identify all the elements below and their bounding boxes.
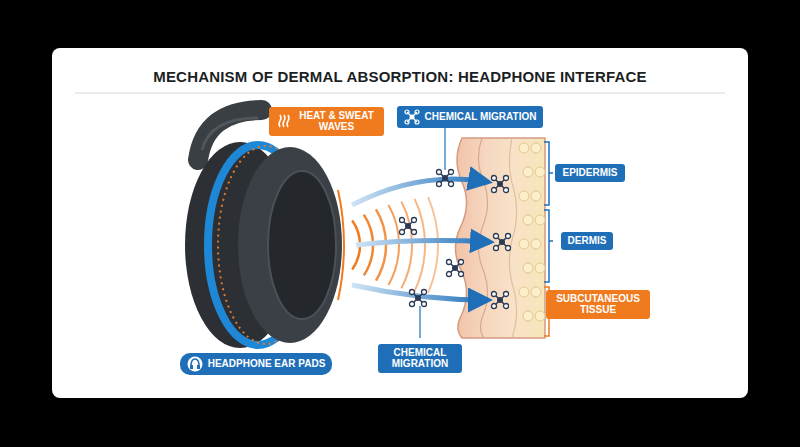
label-text: CHEMICAL MIGRATION	[425, 111, 537, 123]
fat-cell	[535, 215, 545, 225]
fat-cell	[519, 191, 529, 201]
label-text: CHEMICAL MIGRATION	[385, 347, 455, 370]
wave-arc	[401, 202, 412, 289]
fat-cell	[531, 239, 541, 249]
molecule	[409, 289, 426, 306]
label-texts: SUBCUTANEOUS TISSUE	[553, 293, 643, 316]
molecule	[491, 175, 508, 192]
label-box: HEAT & SWEAT WAVES	[269, 107, 384, 136]
label-box: HEADPHONE EAR PADS	[180, 353, 333, 375]
label-texts: DERMIS	[568, 235, 607, 247]
label-text: DERMIS	[568, 235, 607, 247]
headphone	[185, 110, 344, 348]
molecule	[493, 233, 510, 250]
fat-cell	[535, 167, 545, 177]
label-texts: CHEMICAL MIGRATION	[385, 347, 455, 370]
label-texts: HEADPHONE EAR PADS	[208, 358, 326, 370]
label-box: EPIDERMIS	[555, 164, 624, 182]
fat-cell	[523, 263, 533, 273]
fat-cell	[523, 215, 533, 225]
molecule	[446, 259, 463, 276]
label-texts: CHEMICAL MIGRATION	[425, 111, 537, 123]
fat-cell	[519, 143, 529, 153]
phone-icon	[187, 356, 203, 372]
fat-cell	[519, 287, 529, 297]
molecule	[436, 169, 453, 186]
label-box: CHEMICAL MIGRATION	[378, 344, 462, 373]
molecules	[399, 169, 510, 308]
label-box: CHEMICAL MIGRATION	[397, 106, 544, 128]
wave-arc	[388, 205, 399, 285]
label-text: HEAT & SWEAT WAVES	[297, 110, 377, 133]
fat-cell	[535, 311, 545, 321]
wave-arc	[415, 199, 425, 291]
diagram-title: MECHANISM OF DERMAL ABSORPTION: HEADPHON…	[153, 68, 647, 85]
divider	[75, 93, 725, 94]
fat-cell	[531, 143, 541, 153]
fat-cell	[523, 311, 533, 321]
label-text: HEADPHONE EAR PADS	[208, 358, 326, 370]
label-texts: EPIDERMIS	[562, 167, 617, 179]
label-text: SUBCUTANEOUS TISSUE	[553, 293, 643, 316]
label-texts: HEAT & SWEAT WAVES	[297, 110, 377, 133]
migration-arrows	[352, 179, 490, 300]
fat-cell	[523, 167, 533, 177]
fat-cell	[535, 263, 545, 273]
fat-cell	[531, 287, 541, 297]
molecule	[399, 217, 416, 234]
fat-cell	[519, 239, 529, 249]
skin-cross-section	[455, 138, 545, 338]
fat-cells	[519, 143, 545, 321]
leader-lines	[420, 126, 445, 338]
wave-arc	[428, 197, 438, 293]
label-box: SUBCUTANEOUS TISSUE	[546, 290, 650, 319]
heat-icon	[276, 113, 292, 129]
label-text: EPIDERMIS	[562, 167, 617, 179]
mol-icon	[404, 109, 420, 125]
fat-cell	[531, 191, 541, 201]
label-box: DERMIS	[561, 232, 614, 250]
molecule	[491, 291, 508, 308]
